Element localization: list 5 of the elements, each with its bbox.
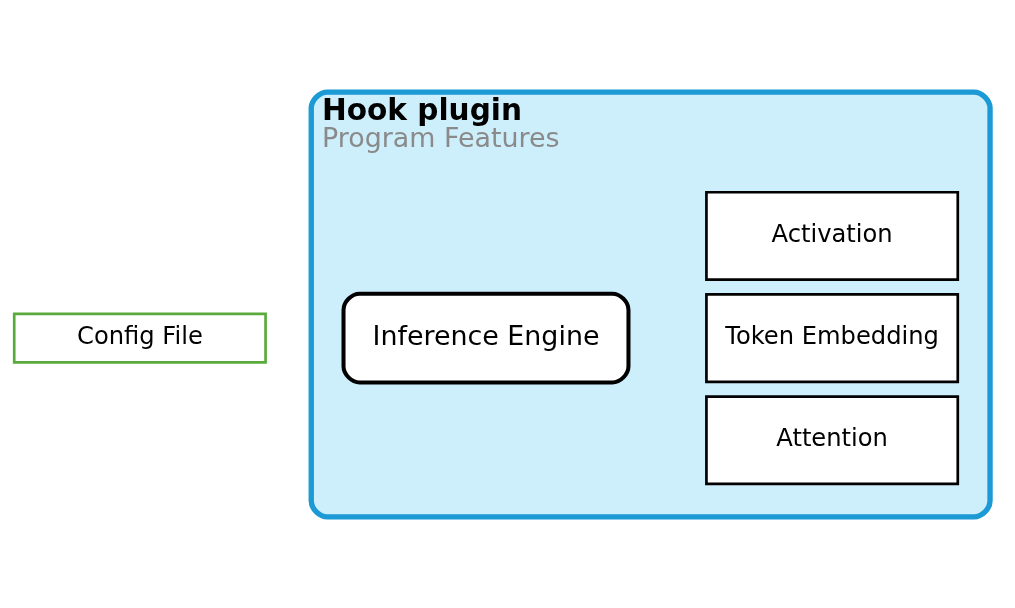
node-box: Activation (705, 190, 960, 281)
node-box: Inference Engine (341, 291, 631, 384)
node-box: Token Embedding (705, 292, 960, 383)
node-box: Attention (705, 394, 960, 485)
node-box: Config File (12, 312, 267, 364)
